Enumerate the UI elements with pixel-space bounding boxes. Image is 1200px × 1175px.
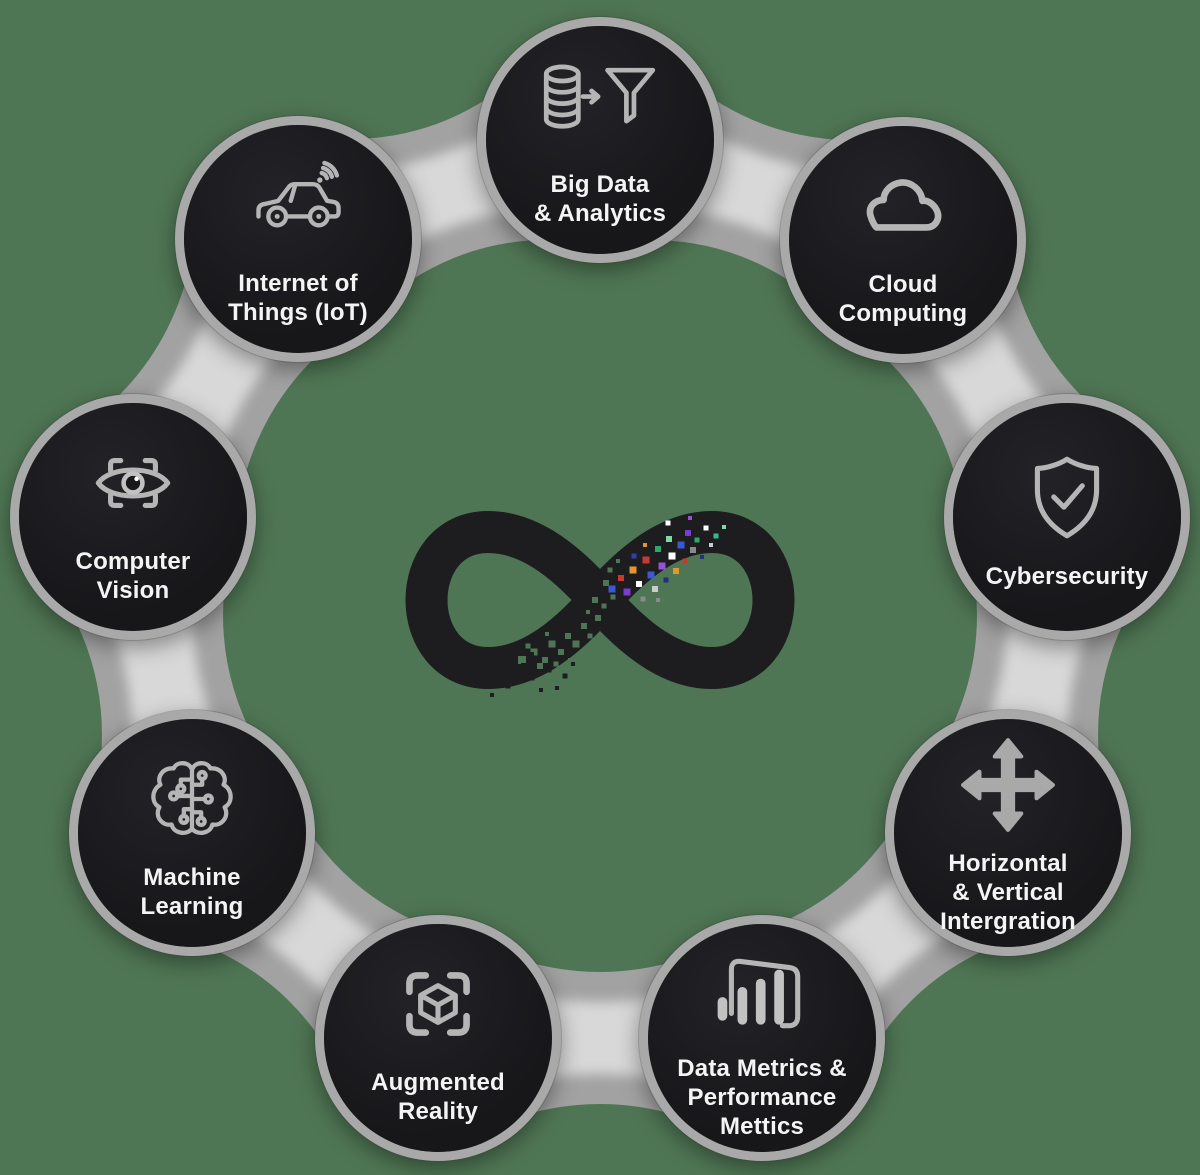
infinity-loop-icon — [405, 511, 795, 697]
shield-check-icon — [1016, 444, 1118, 552]
node-label: Computer Vision — [75, 548, 191, 604]
node-data-metrics-performance: Data Metrics & Performance Mettics — [648, 924, 876, 1152]
node-label: Big Data & Analytics — [533, 171, 667, 227]
node-horizontal-vertical-integration: Horizontal & Vertical Intergration — [894, 719, 1122, 947]
node-computer-vision: Computer Vision — [19, 403, 247, 631]
connected-car-icon — [243, 151, 353, 259]
node-machine-learning: Machine Learning — [78, 719, 306, 947]
node-augmented-reality: Augmented Reality — [324, 924, 552, 1152]
power-bi-icon — [711, 936, 813, 1044]
move-arrows-icon — [957, 731, 1059, 839]
node-big-data-analytics: Big Data & Analytics — [486, 26, 714, 254]
ar-cube-scan-icon — [387, 950, 489, 1058]
node-cybersecurity: Cybersecurity — [953, 403, 1181, 631]
node-label: Augmented Reality — [371, 1069, 505, 1125]
pixel-dissolve-colored — [608, 516, 726, 602]
node-internet-of-things: Internet of Things (IoT) — [184, 125, 412, 353]
node-label: Machine Learning — [140, 864, 244, 920]
brain-circuit-icon — [141, 745, 243, 853]
node-cloud-computing: Cloud Computing — [789, 126, 1017, 354]
database-filter-icon — [534, 52, 666, 160]
node-label: Data Metrics & Performance Mettics — [677, 1054, 847, 1140]
eye-scan-icon — [82, 429, 184, 537]
node-label: Cybersecurity — [985, 562, 1149, 590]
node-label: Internet of Things (IoT) — [228, 270, 368, 326]
node-label: Horizontal & Vertical Intergration — [940, 849, 1076, 935]
pixel-dissolve-erosion — [518, 559, 620, 669]
pixel-dissolve-dark — [490, 652, 575, 697]
cloud-icon — [852, 152, 954, 260]
node-label: Cloud Computing — [838, 271, 968, 327]
